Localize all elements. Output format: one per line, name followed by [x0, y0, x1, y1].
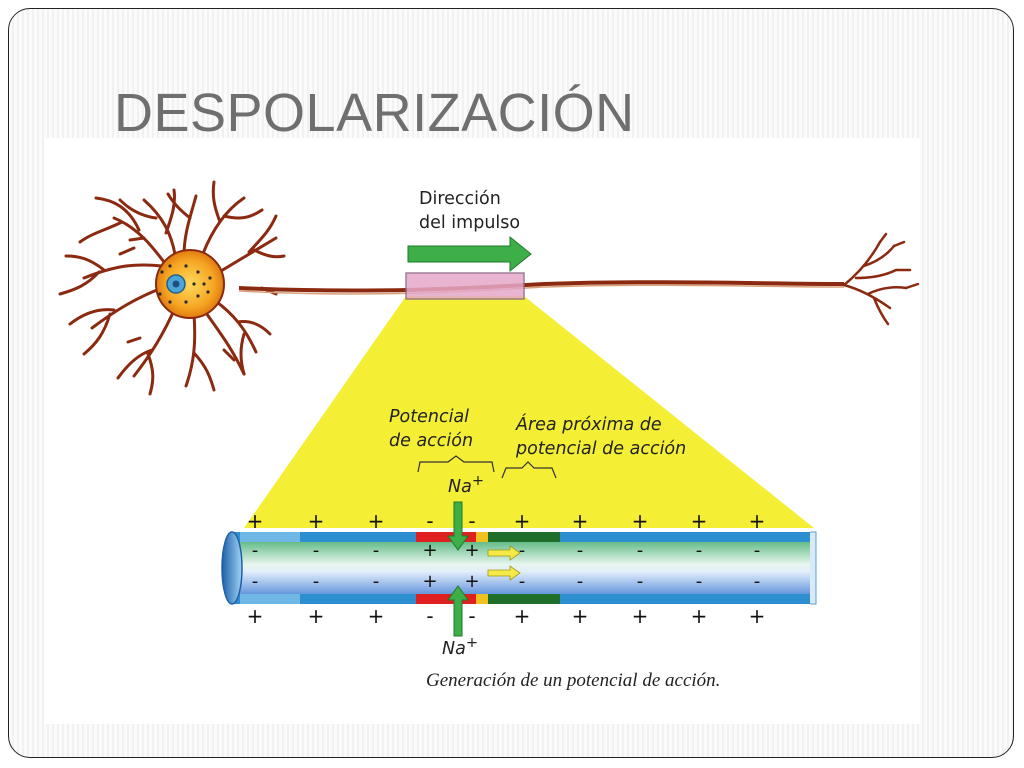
outer-top-sign: -: [468, 509, 476, 533]
outer-bottom-sign: +: [307, 604, 325, 628]
inner-top-sign: -: [372, 540, 380, 561]
organelles: [158, 264, 212, 304]
na-ion-top-label: Na+: [448, 472, 485, 497]
highlight-box: [405, 272, 525, 300]
inner-bottom-sign: -: [518, 571, 526, 592]
outer-top-sign: +: [748, 509, 766, 533]
inner-top-sign: -: [753, 540, 761, 561]
axon-segment: [221, 531, 817, 605]
current-arrow-bottom: [487, 565, 521, 581]
soma: [155, 249, 225, 319]
outer-bottom-sign: +: [513, 604, 531, 628]
inner-top-sign: -: [695, 540, 703, 561]
outer-top-sign: +: [631, 509, 649, 533]
axon-terminals: [842, 232, 920, 326]
dendrites: [58, 180, 286, 396]
outer-bottom-sign: -: [468, 604, 476, 628]
next-area-label-line1: Área próxima de: [516, 415, 662, 435]
outer-bottom-sign: +: [631, 604, 649, 628]
next-zone-top: [488, 532, 560, 542]
inner-bottom-sign: +: [422, 571, 438, 592]
outer-top-sign: -: [426, 509, 434, 533]
diagram-caption: Generación de un potencial de acción.: [426, 670, 721, 691]
na-ion-bottom-label: Na+: [442, 634, 479, 659]
inner-bottom-sign: -: [312, 571, 320, 592]
action-potential-label-line1: Potencial: [389, 407, 470, 427]
inner-bottom-sign: -: [251, 571, 259, 592]
inner-bottom-sign: -: [372, 571, 380, 592]
next-zone-bottom: [488, 594, 560, 604]
axon: [238, 280, 845, 293]
inner-top-sign: -: [312, 540, 320, 561]
current-arrow-top: [487, 545, 521, 561]
outer-top-sign: +: [246, 509, 264, 533]
direction-label-line1: Dirección: [419, 189, 501, 209]
inner-top-sign: -: [251, 540, 259, 561]
neuron-diagram: [58, 180, 920, 637]
outer-bottom-sign: +: [246, 604, 264, 628]
outer-top-sign: +: [513, 509, 531, 533]
action-potential-bracket: [417, 455, 495, 473]
magnification-cone: [244, 296, 814, 528]
inner-top-sign: -: [576, 540, 584, 561]
action-potential-label-line2: de acción: [389, 431, 474, 451]
neuron-figure: Dirección del impulso Potencial de acció…: [44, 138, 920, 724]
outer-bottom-sign: +: [748, 604, 766, 628]
slide-title: DESPOLARIZACIÓN: [114, 83, 635, 143]
inner-top-sign: +: [464, 540, 480, 561]
depolarized-zone-top: [416, 532, 476, 542]
next-area-label-line2: potencial de acción: [516, 439, 687, 459]
inner-bottom-sign: -: [636, 571, 644, 592]
inner-top-sign: +: [422, 540, 438, 561]
next-area-bracket: [501, 461, 557, 479]
inner-bottom-sign: -: [695, 571, 703, 592]
outer-bottom-sign: -: [426, 604, 434, 628]
outer-bottom-sign: +: [690, 604, 708, 628]
outer-bottom-sign: +: [367, 604, 385, 628]
outer-top-sign: +: [307, 509, 325, 533]
inner-bottom-sign: -: [576, 571, 584, 592]
inner-top-sign: -: [518, 540, 526, 561]
direction-label-line2: del impulso: [419, 213, 521, 233]
na-arrow-bottom: [447, 585, 469, 637]
inner-bottom-sign: -: [753, 571, 761, 592]
outer-bottom-sign: +: [571, 604, 589, 628]
axon-cut-face: [221, 531, 243, 605]
depolarized-zone-bottom: [416, 594, 476, 604]
direction-arrow: [407, 235, 532, 273]
outer-top-sign: +: [571, 509, 589, 533]
outer-top-sign: +: [690, 509, 708, 533]
inner-top-sign: -: [636, 540, 644, 561]
na-arrow-top: [447, 501, 469, 551]
outer-top-sign: +: [367, 509, 385, 533]
inner-bottom-sign: +: [464, 571, 480, 592]
